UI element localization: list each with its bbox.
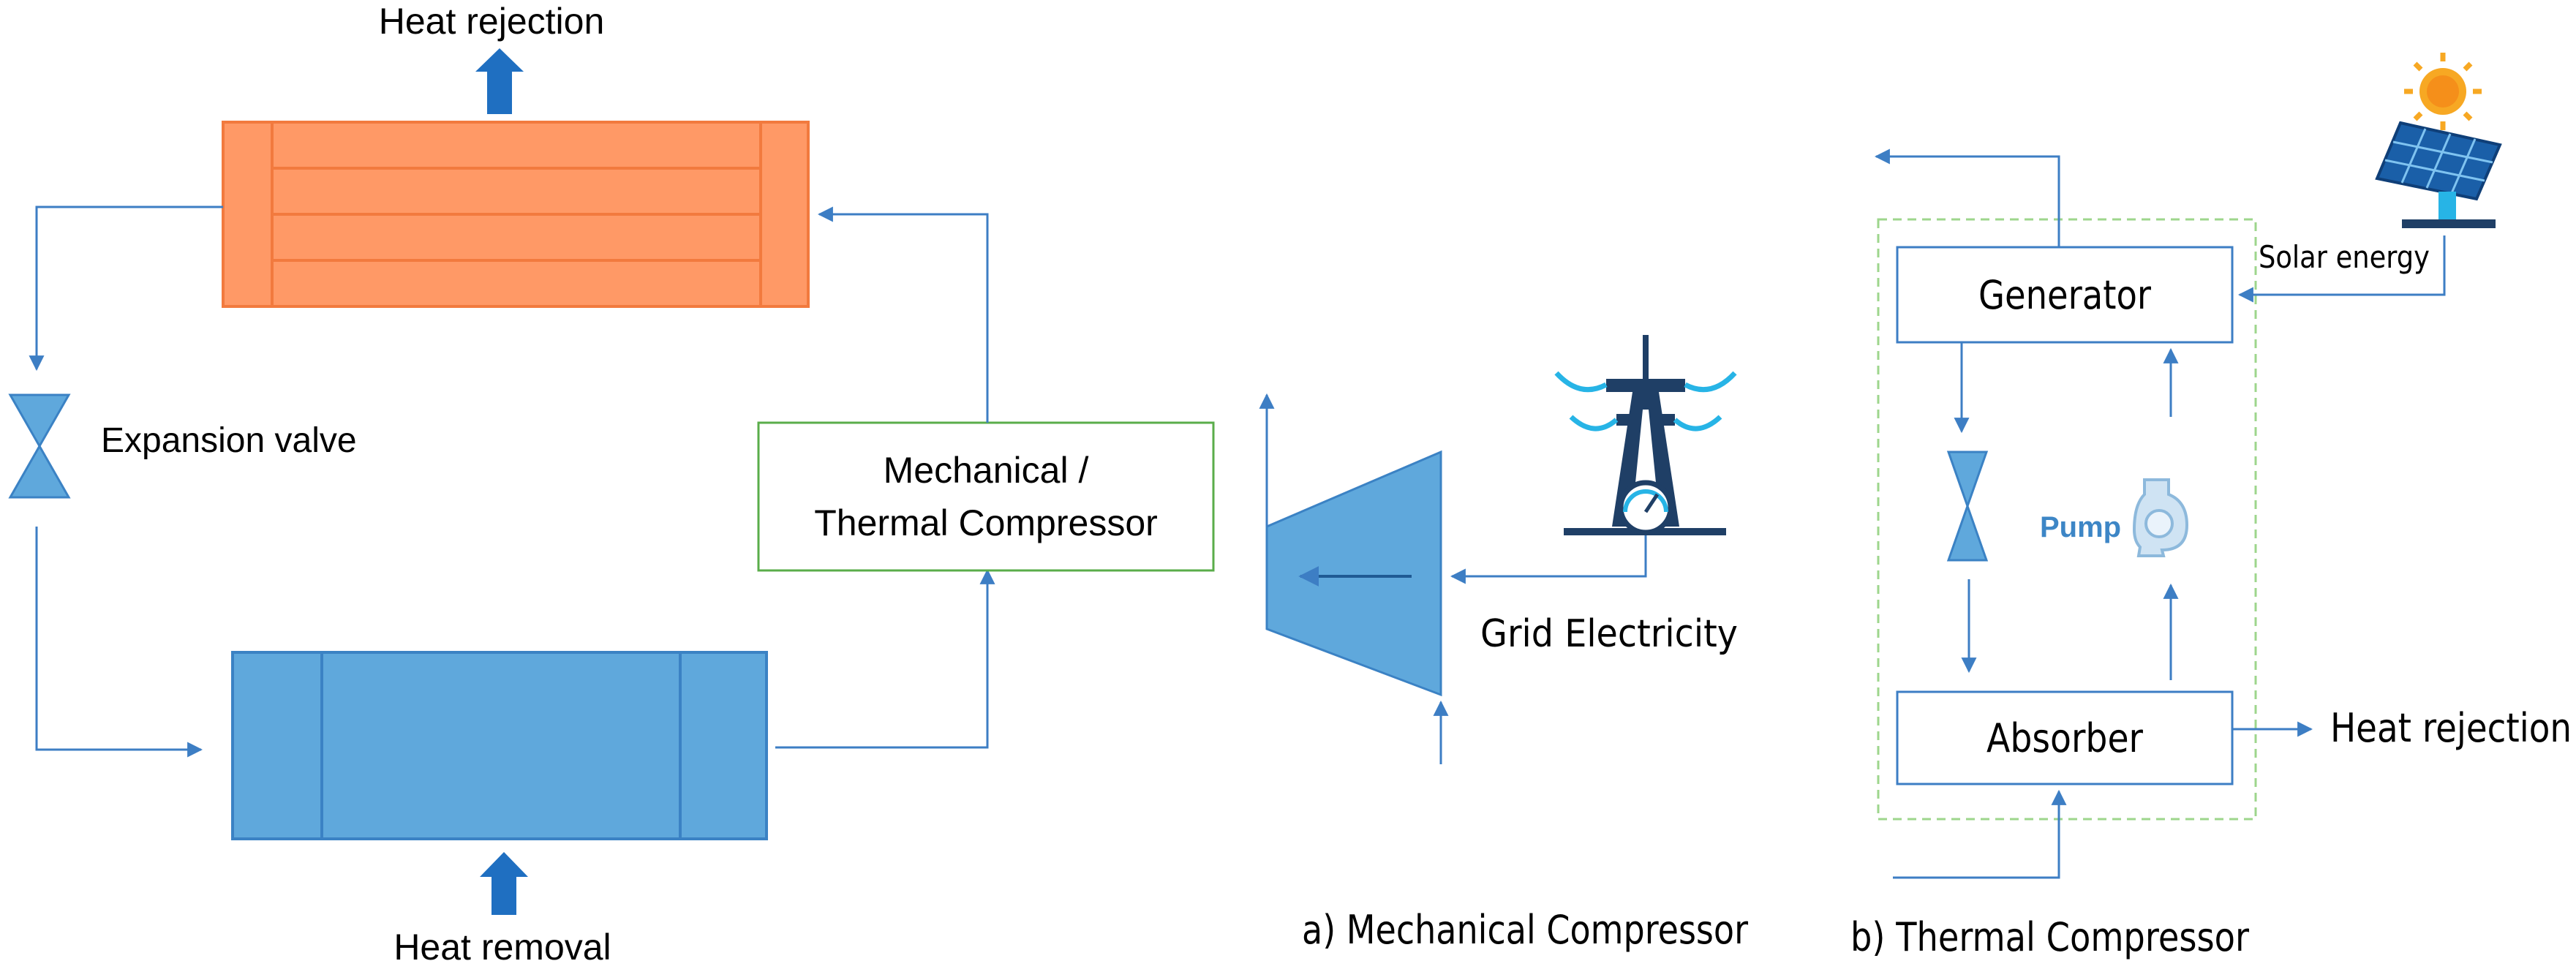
pump-label: Pump (2040, 511, 2121, 543)
generator-box (1896, 246, 2234, 344)
heat-rejection-right-label: Heat rejection (2330, 705, 2572, 751)
solar-panel-icon (2375, 121, 2502, 228)
flow-line-evaporator-to-compressor (775, 568, 995, 749)
heat-removal-arrow-icon (480, 852, 528, 915)
compressor-box (757, 421, 1215, 572)
absorber-label: Absorber (1986, 715, 2144, 761)
expansion-valve-label: Expansion valve (101, 421, 357, 460)
evaporator (231, 651, 768, 840)
flow-line-valve-to-evaporator (35, 527, 203, 758)
compressor-label-line1: Mechanical / (884, 450, 1089, 491)
mechanical-compressor-icon (1265, 450, 1442, 697)
thermal-compressor-boundary (1877, 218, 2257, 821)
grid-electricity-line (1450, 519, 1647, 584)
heat-removal-label: Heat removal (393, 927, 611, 968)
heat-rejection-arrow-icon (475, 48, 524, 114)
generator-label: Generator (1978, 272, 2152, 318)
solar-energy-line (2237, 235, 2446, 303)
sun-icon (2404, 53, 2482, 130)
absorber-box (1896, 690, 2234, 785)
grid-electricity-label: Grid Electricity (1480, 612, 1738, 656)
transmission-tower-icon (1554, 335, 1737, 535)
expansion-valve-icon (8, 393, 71, 499)
flow-line-condenser-to-valve (29, 206, 223, 372)
compressor-label-line2: Thermal Compressor (814, 502, 1158, 543)
solar-energy-label: Solar energy (2259, 239, 2430, 275)
heat-rejection-top-label: Heat rejection (379, 1, 605, 42)
condenser (222, 121, 810, 308)
caption-a: a) Mechanical Compressor (1302, 907, 1749, 953)
absorption-expansion-valve-icon (1946, 451, 1989, 562)
absorber-inlet-line (1893, 789, 2067, 879)
generator-outlet-line (1874, 148, 2060, 247)
caption-b: b) Thermal Compressor (1850, 914, 2250, 960)
pump-icon (2132, 478, 2189, 557)
flow-line-compressor-to-condenser (817, 206, 989, 423)
